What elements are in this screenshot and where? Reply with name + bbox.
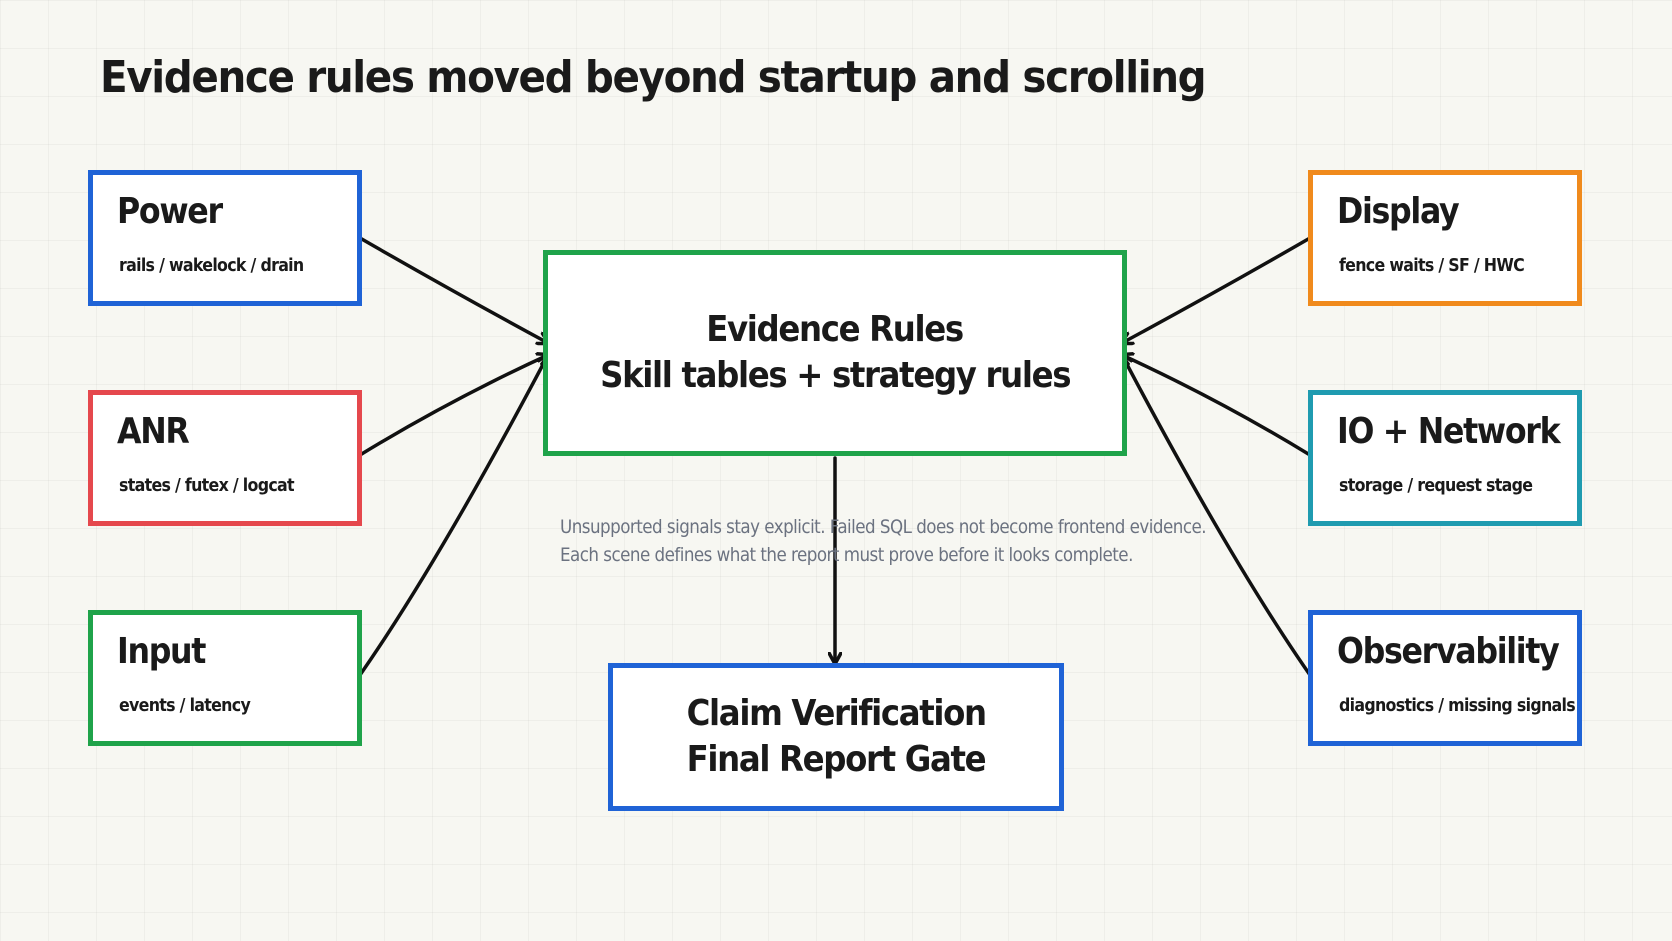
node-display-detail: fence waits / SF / HWC — [1339, 255, 1525, 276]
node-anr-label: ANR — [117, 411, 190, 452]
node-io-network: IO + Network storage / request stage — [1308, 390, 1582, 526]
node-display: Display fence waits / SF / HWC — [1308, 170, 1582, 306]
page-title: Evidence rules moved beyond startup and … — [100, 52, 1207, 103]
node-anr: ANR states / futex / logcat — [88, 390, 362, 526]
arrow-observability-to-rules — [1122, 355, 1312, 677]
node-observability-detail: diagnostics / missing signals — [1339, 695, 1576, 716]
arrow-anr-to-rules — [358, 355, 548, 457]
node-input: Input events / latency — [88, 610, 362, 746]
node-observability: Observability diagnostics / missing sign… — [1308, 610, 1582, 746]
annotation-note-line-1: Unsupported signals stay explicit. Faile… — [560, 516, 1207, 538]
node-power: Power rails / wakelock / drain — [88, 170, 362, 306]
claim-verification-subtitle: Final Report Gate — [686, 739, 987, 780]
node-anr-detail: states / futex / logcat — [119, 475, 295, 496]
arrow-power-to-rules — [358, 236, 548, 343]
claim-verification-title: Claim Verification — [686, 693, 987, 734]
node-input-label: Input — [117, 631, 206, 672]
arrow-input-to-rules — [358, 355, 548, 677]
evidence-rules-title: Evidence Rules — [706, 309, 965, 350]
evidence-rules-subtitle: Skill tables + strategy rules — [599, 355, 1071, 396]
node-claim-verification: Claim Verification Final Report Gate — [608, 663, 1064, 811]
node-power-label: Power — [117, 191, 223, 232]
annotation-note-line-2: Each scene defines what the report must … — [560, 544, 1133, 566]
arrow-display-to-rules — [1122, 236, 1312, 343]
node-power-detail: rails / wakelock / drain — [119, 255, 304, 276]
node-observability-label: Observability — [1337, 631, 1560, 672]
annotation-note: Unsupported signals stay explicit. Faile… — [560, 513, 1207, 569]
node-io-network-label: IO + Network — [1337, 411, 1561, 452]
node-evidence-rules: Evidence Rules Skill tables + strategy r… — [543, 250, 1127, 456]
arrow-io-network-to-rules — [1122, 355, 1312, 457]
node-display-label: Display — [1337, 191, 1460, 232]
node-io-network-detail: storage / request stage — [1339, 475, 1533, 496]
node-input-detail: events / latency — [119, 695, 251, 716]
